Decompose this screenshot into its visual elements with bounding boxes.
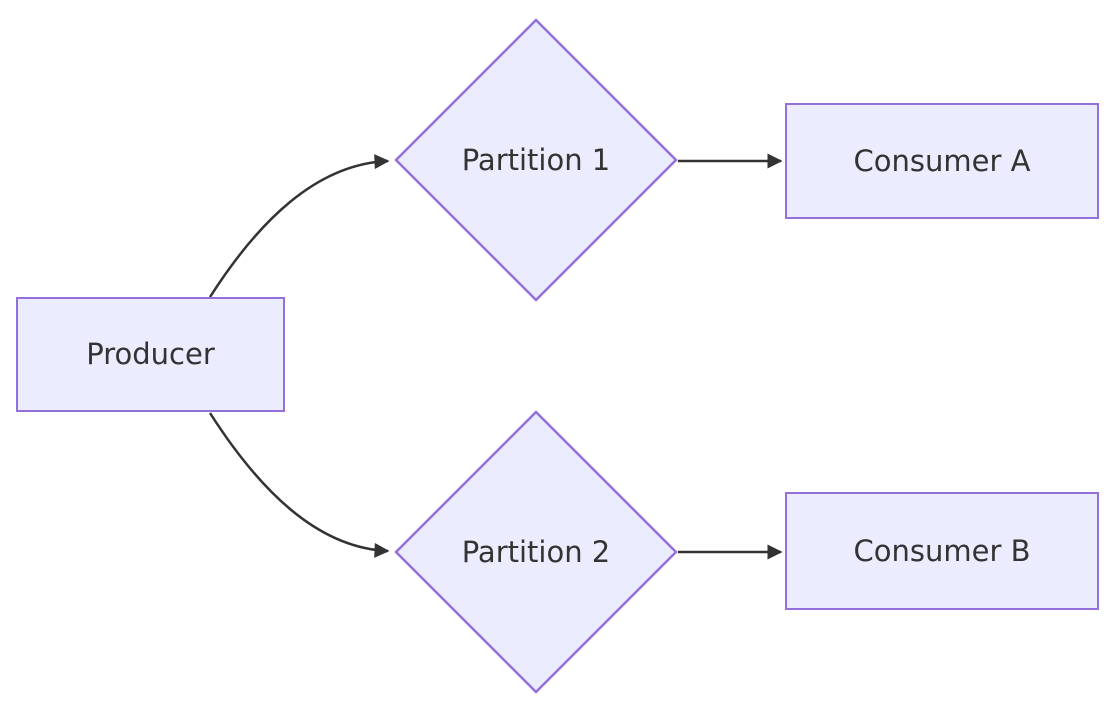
node-consumer-a-label: Consumer A (853, 143, 1031, 178)
partition1-diamond-shape (394, 18, 678, 302)
node-consumer-b: Consumer B (785, 492, 1099, 610)
partition2-diamond-shape (394, 410, 678, 694)
node-consumer-b-label: Consumer B (853, 533, 1031, 568)
node-consumer-a: Consumer A (785, 103, 1099, 219)
edge-producer-to-partition2 (208, 412, 390, 558)
edge-producer-to-partition1 (208, 154, 390, 298)
node-producer: Producer (16, 297, 285, 412)
node-producer-label: Producer (86, 337, 215, 372)
